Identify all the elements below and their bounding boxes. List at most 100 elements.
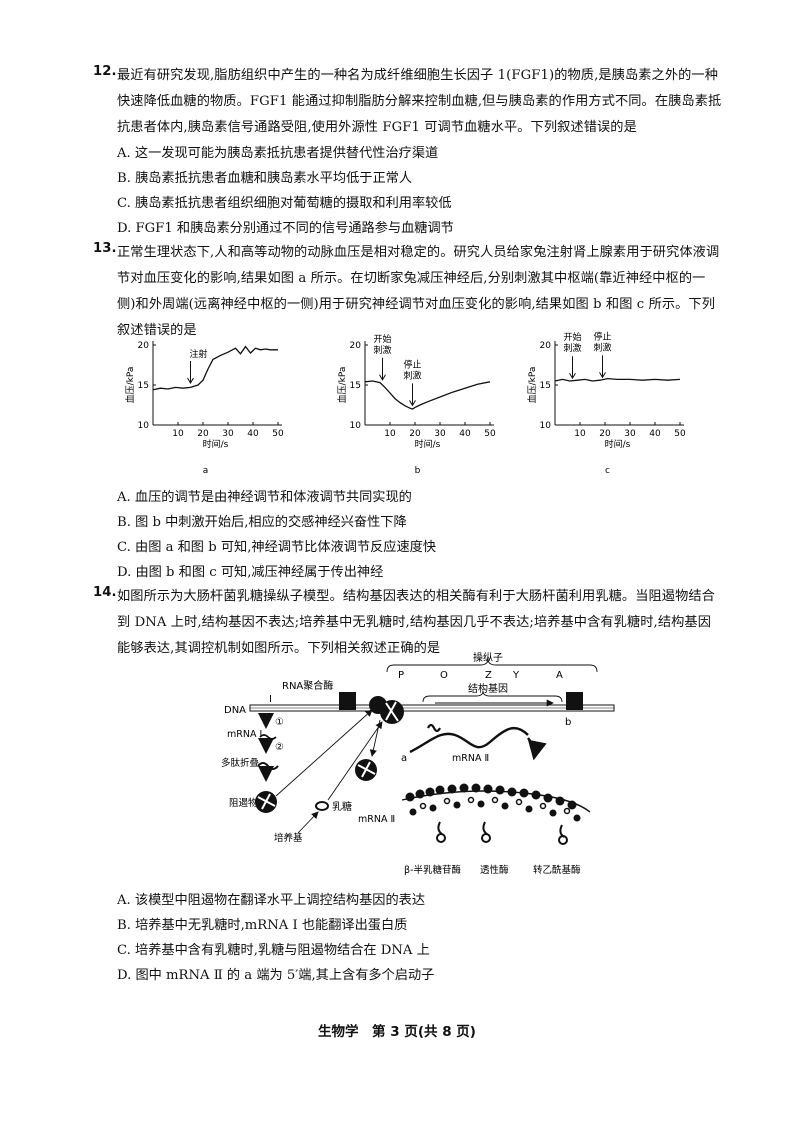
structural-gene-label: 结构基因 bbox=[468, 682, 508, 695]
x-tick-label: 30 bbox=[624, 429, 636, 439]
dna-label: DNA bbox=[224, 705, 246, 716]
y-axis-label: 血压/kPa bbox=[124, 367, 136, 404]
x-tick-label: 10 bbox=[574, 429, 586, 439]
annotation-label: 刺激 bbox=[373, 344, 391, 356]
question-text-line: 能够表达,其调控机制如图所示。下列相关叙述正确的是 bbox=[117, 641, 441, 656]
option-a: A. 这一发现可能为胰岛素抵抗患者提供替代性治疗渠道 bbox=[117, 146, 439, 161]
x-axis-label: 时间/s bbox=[415, 438, 441, 450]
question-text-line: 节对血压变化的影响,结果如图 a 所示。在切断家兔减压神经后,分别刺激其中枢端(… bbox=[117, 271, 706, 286]
x-tick-label: 40 bbox=[459, 429, 471, 439]
option-c: C. 由图 a 和图 b 可知,神经调节比体液调节反应速度快 bbox=[117, 540, 437, 555]
folding-label: 多肽折叠 bbox=[221, 757, 259, 769]
option-d: D. 由图 b 和图 c 可知,减压神经属于传出神经 bbox=[117, 565, 384, 580]
y-tick-label: 15 bbox=[138, 381, 149, 391]
question-number: 13. bbox=[93, 241, 117, 256]
question-text-line: 侧)和外周端(远离神经中枢的一侧)用于研究神经调节对血压变化的影响,结果如图 b… bbox=[117, 297, 716, 312]
annotation-arrow-head bbox=[187, 377, 194, 384]
option-d: D. 图中 mRNA Ⅱ 的 a 端为 5′端,其上含有多个启动子 bbox=[117, 968, 435, 983]
end-b-label: b bbox=[565, 717, 571, 728]
question-text-line: 快速降低血糖的物质。FGF1 能通过抑制脂肪分解来控制血糖,但与胰岛素的作用方式… bbox=[117, 94, 722, 109]
panel-label: b bbox=[415, 466, 421, 476]
x-tick-label: 10 bbox=[384, 429, 396, 439]
question-number: 14. bbox=[93, 585, 117, 600]
y-tick-label: 15 bbox=[350, 381, 361, 391]
y-tick-label: 15 bbox=[540, 381, 551, 391]
option-b: B. 图 b 中刺激开始后,相应的交感神经兴奋性下降 bbox=[117, 515, 407, 530]
promoter-block bbox=[339, 692, 356, 710]
mrna1-label: mRNA Ⅰ bbox=[227, 729, 262, 740]
y-tick-label: 20 bbox=[540, 341, 552, 351]
gene-letter-o: O bbox=[440, 670, 448, 681]
option-b: B. 培养基中无乳糖时,mRNA Ⅰ 也能翻译出蛋白质 bbox=[117, 918, 408, 933]
y-axis-label: 血压/kPa bbox=[336, 367, 348, 404]
option-c: C. 培养基中含有乳糖时,乳糖与阻遏物结合在 DNA 上 bbox=[117, 943, 430, 958]
repressor-label: 阻遏物 bbox=[229, 797, 258, 809]
annotation-label: 刺激 bbox=[593, 341, 611, 353]
y-tick-label: 10 bbox=[540, 421, 552, 431]
mrna2-strand bbox=[409, 726, 529, 754]
x-tick-label: 50 bbox=[272, 429, 284, 439]
question-text-line: 最近有研究发现,脂肪组织中产生的一种名为成纤维细胞生长因子 1(FGF1)的物质… bbox=[117, 68, 718, 83]
gene-i-label: Ⅰ bbox=[269, 694, 272, 705]
annotation-label: 刺激 bbox=[403, 369, 421, 381]
x-axis-label: 时间/s bbox=[203, 438, 229, 450]
option-c: C. 胰岛素抵抗患者组织细胞对葡萄糖的摄取和利用率较低 bbox=[117, 196, 452, 211]
step-2-label: ② bbox=[275, 742, 284, 753]
series-line bbox=[152, 345, 278, 391]
x-tick-label: 10 bbox=[172, 429, 184, 439]
terminator-block bbox=[566, 692, 583, 710]
operon-bracket bbox=[386, 658, 598, 673]
option-b: B. 胰岛素抵抗患者血糖和胰岛素水平均低于正常人 bbox=[117, 171, 413, 186]
question-text-line: 叙述错误的是 bbox=[117, 323, 197, 338]
annotation-label: 注射 bbox=[190, 348, 208, 360]
gene-letter-y: Y bbox=[512, 670, 520, 681]
y-axis-label: 血压/kPa bbox=[526, 367, 538, 404]
rna-polymerase-label: RNA聚合酶 bbox=[282, 679, 333, 692]
annotation-label: 刺激 bbox=[563, 342, 581, 354]
ribosome-cluster bbox=[405, 783, 581, 822]
lactose-icon bbox=[315, 801, 329, 811]
x-tick-label: 40 bbox=[247, 429, 259, 439]
question-number: 12. bbox=[93, 64, 117, 79]
y-tick-label: 20 bbox=[138, 341, 150, 351]
option-d: D. FGF1 和胰岛素分别通过不同的信号通路参与血糖调节 bbox=[117, 221, 454, 236]
gene-letter-p: P bbox=[398, 670, 404, 681]
annotation-arrow-head bbox=[409, 400, 416, 407]
page-footer: 生物学 第 3 页(共 8 页) bbox=[318, 1024, 476, 1040]
annotation-label: 停止 bbox=[593, 330, 611, 342]
blood-pressure-charts: 10 15 20 10 20 30 40 50 时间/s 血压/kPa 注射 a 10 15 20 10 20 3… bbox=[124, 330, 686, 476]
x-tick-label: 20 bbox=[409, 429, 421, 439]
enzyme-label-transacetylase: 转乙酰基酶 bbox=[533, 864, 581, 876]
annotation-arrow-head bbox=[599, 372, 606, 379]
mrna2-label: mRNA Ⅱ bbox=[452, 753, 489, 764]
y-tick-label: 20 bbox=[350, 341, 362, 351]
x-tick-label: 50 bbox=[484, 429, 496, 439]
question-text-line: 到 DNA 上时,结构基因不表达;培养基中无乳糖时,结构基因几乎不表达;培养基中… bbox=[117, 615, 711, 630]
step-1-label: ① bbox=[275, 717, 284, 728]
x-tick-label: 30 bbox=[434, 429, 446, 439]
lac-operon-diagram: 操纵子 P O Z Y A 结构基因 RNA聚合酶 DNA Ⅰ bbox=[221, 651, 615, 876]
question-text-line: 如图所示为大肠杆菌乳糖操纵子模型。结构基因表达的相关酶有利于大肠杆菌利用乳糖。当… bbox=[117, 589, 715, 604]
gene-letter-a: A bbox=[556, 670, 563, 681]
y-tick-label: 10 bbox=[350, 421, 362, 431]
question-text-line: 正常生理状态下,人和高等动物的动脉血压是相对稳定的。研究人员给家兔注射肾上腺素用… bbox=[117, 245, 720, 260]
y-tick-label: 10 bbox=[138, 421, 150, 431]
panel-label: a bbox=[203, 466, 209, 476]
gene-letter-z: Z bbox=[485, 670, 492, 681]
end-a-label: a bbox=[401, 753, 407, 764]
series-line bbox=[554, 377, 681, 382]
mrna2-label-b: mRNA Ⅱ bbox=[358, 814, 395, 825]
question-text-line: 抗患者体内,胰岛素信号通路受阻,使用外源性 FGF1 可调节血糖水平。下列叙述错… bbox=[117, 120, 637, 135]
operon-label: 操纵子 bbox=[473, 651, 503, 664]
medium-label: 培养基 bbox=[274, 832, 303, 844]
annotation-label: 停止 bbox=[403, 358, 421, 370]
annotation-label: 开始 bbox=[563, 331, 581, 343]
x-tick-label: 20 bbox=[599, 429, 611, 439]
enzyme-label-permease: 透性酶 bbox=[480, 864, 509, 876]
x-tick-label: 40 bbox=[649, 429, 661, 439]
enzyme-label-galactosidase: β-半乳糖苷酶 bbox=[404, 864, 461, 876]
lactose-label: 乳糖 bbox=[332, 800, 352, 813]
